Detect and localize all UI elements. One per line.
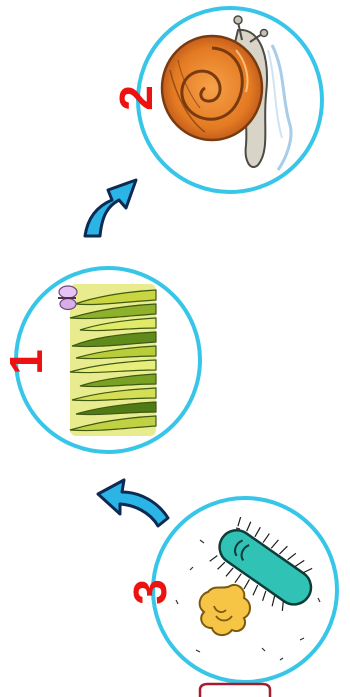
grass-icon [58,284,156,436]
stage-3-group: 3 [124,498,337,682]
stage-1-number: 1 [0,349,52,375]
arrow-to-stage-2 [85,180,136,236]
stage-2-group: 2 [110,8,322,192]
bottom-tab [200,684,270,697]
stage-1-group: 1 [0,268,200,452]
stage-2-number: 2 [110,85,162,111]
arrow-to-stage-1 [98,480,168,526]
butterfly-icon [58,286,77,310]
stage-3-number: 3 [124,579,176,605]
